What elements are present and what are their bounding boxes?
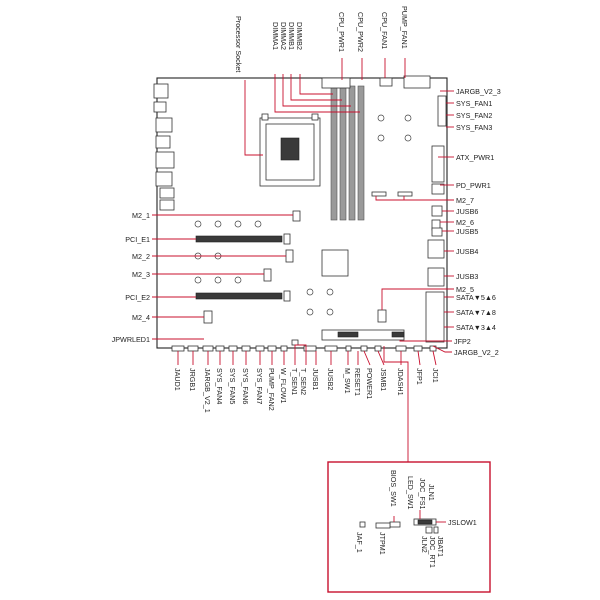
label-jusb6: JUSB6 [456, 207, 478, 216]
bottom-headers [171, 329, 437, 352]
mounting-holes [194, 114, 412, 316]
dimm-slots [330, 85, 365, 221]
label-m2-3: M2_3 [132, 270, 150, 279]
pd-power-connector [431, 183, 445, 195]
label-jfp1: JFP1 [415, 368, 424, 385]
label-jpwrled1: JPWRLED1 [112, 335, 150, 344]
label-m2-7: M2_7 [456, 196, 474, 205]
zoom-inset-parts [359, 510, 446, 534]
cpu-fan-connector [379, 77, 393, 87]
label-t-sen1: T_SEN1 [290, 368, 299, 395]
label-m2-5: M2_5 [456, 285, 474, 294]
label-dimmb2: DIMMB2 [295, 22, 304, 50]
label-pump-fan1: PUMP_FAN1 [400, 6, 409, 49]
m2-3-slot [263, 268, 272, 282]
label-m2-4: M2_4 [132, 313, 150, 322]
label-sys-fan7: SYS_FAN7 [255, 368, 264, 404]
label-jrgb1: JRGB1 [188, 368, 197, 391]
pcie-1-slot [195, 235, 283, 243]
label-jtpm1: JTPM1 [378, 532, 387, 555]
label-reset1: RESET1 [353, 368, 362, 396]
label-sys-fan4: SYS_FAN4 [215, 368, 224, 404]
zoom-inset-box [327, 461, 491, 593]
m2-1-slot [292, 210, 301, 222]
leader-lines [152, 58, 454, 462]
sys-fan-headers [437, 95, 447, 127]
label-sys-fan3: SYS_FAN3 [456, 123, 492, 132]
m2-7-slot [371, 191, 387, 197]
label-power1: POWER1 [365, 368, 374, 399]
processor-socket [259, 113, 321, 187]
label-pump-fan2: PUMP_FAN2 [267, 368, 276, 411]
label-jusb3: JUSB3 [456, 272, 478, 281]
pcie-2-slot [195, 292, 283, 300]
m2-7-slot-b [397, 191, 413, 197]
atx-power-connector [431, 145, 445, 183]
label-cpu-pwr1: CPU_PWR1 [337, 12, 346, 52]
label-dimma1: DIMMA1 [271, 22, 280, 50]
label-jslow1: JSLOW1 [448, 518, 477, 527]
jusb5-header [431, 227, 443, 237]
jusb6-header [431, 205, 443, 217]
label-jfp2: JFP2 [454, 337, 471, 346]
label-jln2: JLN2 [420, 536, 429, 553]
label-m2-1: M2_1 [132, 211, 150, 220]
label-jbat1: JBAT1 [436, 536, 445, 557]
label-bios-sw1: BIOS_SW1 [389, 470, 398, 507]
label-jln1: JLN1 [427, 484, 436, 501]
label-w-flow1: W_FLOW1 [279, 368, 288, 404]
label-jsmb1: JSMB1 [379, 368, 388, 391]
label-pci-e1: PCI_E1 [125, 235, 150, 244]
pcie-2-latch [283, 290, 291, 302]
label-jaud1: JAUD1 [173, 368, 182, 391]
debug-led [403, 75, 431, 89]
label-joc-fs1: JOC_FS1 [418, 478, 427, 510]
label-sata-3-4: SATA▼3▲4 [456, 323, 496, 332]
label-sys-fan5: SYS_FAN5 [228, 368, 237, 404]
chipset [321, 249, 349, 277]
label-jaf-1: JAF_1 [355, 532, 364, 553]
m2-4-slot [203, 310, 213, 324]
label-sata-5-6: SATA▼5▲6 [456, 293, 496, 302]
label-sata-7-8: SATA▼7▲8 [456, 308, 496, 317]
label-sys-fan2: SYS_FAN2 [456, 111, 492, 120]
label-pd-pwr1: PD_PWR1 [456, 181, 491, 190]
label-t-sen2: T_SEN2 [299, 368, 308, 395]
label-jusb5: JUSB5 [456, 227, 478, 236]
label-jusb2: JUSB2 [326, 368, 335, 390]
sata-ports [425, 291, 445, 343]
label-dimmb1: DIMMB1 [287, 22, 296, 50]
label-jdash1: JDASH1 [396, 368, 405, 396]
label-dimma2: DIMMA2 [279, 22, 288, 50]
label-jargb-v2-1: JARGB_V2_1 [203, 368, 212, 413]
rear-io-ports [153, 83, 175, 211]
label-jusb4: JUSB4 [456, 247, 478, 256]
label-led-sw1: LED_SW1 [406, 476, 415, 510]
label-jargb-v2-2: JARGB_V2_2 [454, 348, 499, 357]
label-jusb1: JUSB1 [311, 368, 320, 390]
label-jci1: JCI1 [431, 368, 440, 383]
cpu-pwr-connector [321, 77, 351, 89]
m2-2-slot [285, 249, 294, 263]
label-cpu-pwr2: CPU_PWR2 [356, 12, 365, 52]
jusb3-header [427, 267, 445, 287]
jusb4-header [427, 239, 445, 259]
m2-5-slot [377, 309, 387, 323]
label-sys-fan6: SYS_FAN6 [241, 368, 250, 404]
label-processor-socket: Processor Socket [234, 16, 243, 72]
label-jargb-v2-3: JARGB_V2_3 [456, 87, 501, 96]
label-joc-rt1: JOC_RT1 [428, 536, 437, 568]
label-m2-2: M2_2 [132, 252, 150, 261]
label-sys-fan1: SYS_FAN1 [456, 99, 492, 108]
label-atx-pwr1: ATX_PWR1 [456, 153, 494, 162]
pcie-1-latch [283, 233, 291, 245]
label-pci-e2: PCI_E2 [125, 293, 150, 302]
label-m2-6: M2_6 [456, 218, 474, 227]
label-m-sw1: M_SW1 [343, 368, 352, 394]
label-cpu-fan1: CPU_FAN1 [380, 12, 389, 49]
